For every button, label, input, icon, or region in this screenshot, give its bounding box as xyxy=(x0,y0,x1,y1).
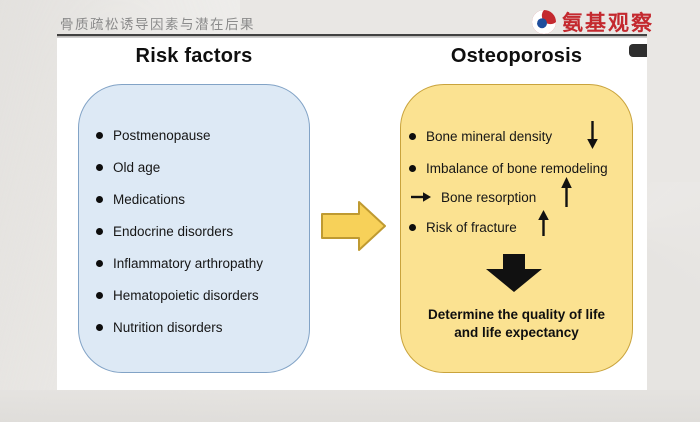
list-item-label: Endocrine disorders xyxy=(113,223,234,239)
list-item-label: Postmenopause xyxy=(113,127,211,143)
conclusion-line: and life expectancy xyxy=(454,325,579,341)
bullet-dot-icon xyxy=(96,195,103,203)
thin-up-arrow-icon xyxy=(560,176,573,210)
list-item: Hematopoietic disorders xyxy=(96,279,309,311)
bullet-dot-icon xyxy=(96,323,103,331)
bullet-dot-icon xyxy=(96,131,103,139)
list-item: Inflammatory arthropathy xyxy=(96,247,309,279)
list-item-label: Imbalance of bone remodeling xyxy=(426,160,608,176)
list-item-label: Old age xyxy=(113,159,161,175)
header-divider xyxy=(57,34,647,36)
right-panel-heading: Osteoporosis xyxy=(450,45,583,67)
list-item: Bone resorption xyxy=(409,176,632,211)
list-item: Medications xyxy=(96,183,309,215)
brand-logo-text: 氨基观察 xyxy=(562,12,654,35)
list-item-label: Medications xyxy=(113,191,186,207)
list-item-label: Nutrition disorders xyxy=(113,319,223,335)
list-item-label: Risk of fracture xyxy=(426,219,517,235)
conclusion-line: Determine the quality of life xyxy=(427,307,606,322)
left-panel-heading: Risk factors xyxy=(135,45,253,67)
list-item: Postmenopause xyxy=(96,119,309,151)
background-texture-bottom xyxy=(0,390,700,422)
block-down-arrow-icon xyxy=(486,254,542,297)
conclusion-text: Determine the quality of life and life e… xyxy=(403,306,630,342)
risk-factors-box: Postmenopause Old age Medications Endocr… xyxy=(78,84,310,373)
bullet-dot-icon xyxy=(96,259,103,267)
bullet-dot-icon xyxy=(409,223,416,231)
list-item-label: Bone resorption xyxy=(441,189,537,205)
list-item-label: Hematopoietic disorders xyxy=(113,287,259,303)
osteoporosis-box: Bone mineral density Imbalance of bone r… xyxy=(400,84,633,373)
bullet-dot-icon xyxy=(409,132,416,140)
bullet-dot-icon xyxy=(409,164,416,172)
swirl-logo-icon xyxy=(531,9,557,35)
list-item: Endocrine disorders xyxy=(96,215,309,247)
list-item-label: Inflammatory arthropathy xyxy=(113,255,264,271)
corner-decoration xyxy=(629,44,647,57)
bullet-dot-icon xyxy=(96,291,103,299)
list-item: Bone mineral density xyxy=(409,119,632,153)
bullet-dot-icon xyxy=(96,163,103,171)
list-item: Imbalance of bone remodeling xyxy=(409,153,632,183)
right-arrow-bullet-icon xyxy=(411,191,431,203)
thin-down-arrow-icon xyxy=(586,120,599,152)
page-title: 骨质疏松诱导因素与潜在后果 xyxy=(60,17,255,32)
block-right-arrow-icon xyxy=(321,199,387,258)
list-item: Old age xyxy=(96,151,309,183)
thin-up-arrow-icon xyxy=(537,209,550,239)
list-item: Nutrition disorders xyxy=(96,311,309,343)
bullet-dot-icon xyxy=(96,227,103,235)
list-item-label: Bone mineral density xyxy=(426,128,553,144)
brand-logo: 氨基观察 xyxy=(531,7,654,37)
list-item: Risk of fracture xyxy=(409,209,632,243)
